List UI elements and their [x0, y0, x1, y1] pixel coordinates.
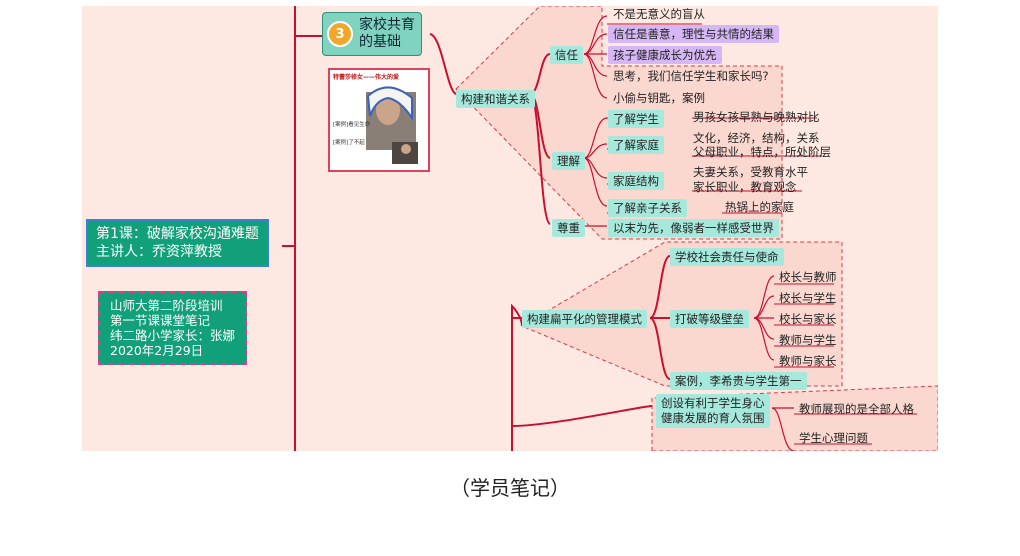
branch-flat-management[interactable]: 构建扁平化的管理模式 — [522, 310, 647, 328]
topic-node[interactable]: 3 家校共育 的基础 — [322, 12, 422, 56]
school-connector — [649, 255, 671, 319]
branch-understand[interactable]: 理解 — [552, 152, 585, 170]
figure-caption: （学员笔记） — [450, 476, 570, 500]
understand-family-structure[interactable]: 家庭结构 — [608, 172, 664, 190]
trust-item-4[interactable]: 思考，我们信任学生和家长吗? — [613, 69, 769, 83]
note-line-3: 纬二路小学家长：张娜 — [110, 328, 236, 343]
flat-case-li[interactable]: 案例，李希贵与学生第一 — [670, 372, 807, 390]
slide-thumbnail-title: 特蕾莎修女——伟大的爱 — [333, 74, 400, 81]
family-structure-detail-1[interactable]: 夫妻关系，受教育水平 — [693, 165, 808, 179]
notes-box[interactable]: 山师大第二阶段培训 第一节课课堂笔记 纬二路小学家长：张娜 2020年2月29日 — [98, 291, 248, 365]
parent-child-detail[interactable]: 热锅上的家庭 — [725, 200, 794, 214]
hierarchy-item-1[interactable]: 校长与教师 — [779, 270, 837, 284]
trust-item-3[interactable]: 孩子健康成长为优先 — [608, 46, 722, 64]
know-students-detail[interactable]: 男孩女孩早熟与晚熟对比 — [693, 110, 820, 124]
topic-title-line1: 家校共育 — [359, 17, 415, 33]
family-structure-detail-2[interactable]: 家长职业，教育观念 — [693, 180, 797, 194]
trust-item-5[interactable]: 小偷与钥匙，案例 — [613, 91, 705, 105]
understand-know-students[interactable]: 了解学生 — [608, 110, 664, 128]
atmosphere-teacher-persona[interactable]: 教师展现的是全部人格 — [799, 402, 914, 416]
know-family-detail-1[interactable]: 文化，经济，结构，关系 — [693, 131, 820, 145]
topic-number-badge: 3 — [327, 21, 353, 47]
note-line-2: 第一节课课堂笔记 — [110, 313, 211, 328]
mind-map-canvas: 第1课：破解家校沟通难题 主讲人：乔资萍教授 山师大第二阶段培训 第一节课课堂笔… — [82, 6, 938, 451]
hierarchy-item-3[interactable]: 校长与家长 — [779, 312, 837, 326]
slide-thumbnail-line-2: [案例]了不起 — [333, 140, 365, 146]
atmosphere-line-2: 健康发展的育人氛围 — [661, 411, 765, 425]
know-family-detail-2[interactable]: 父母职业，特点，所处阶层 — [693, 145, 831, 159]
respect-detail[interactable]: 以末为先，像弱者一样感受世界 — [608, 219, 779, 237]
understand-know-family[interactable]: 了解家庭 — [608, 136, 664, 154]
hierarchy-item-4[interactable]: 教师与学生 — [779, 333, 837, 347]
branch-trust[interactable]: 信任 — [550, 46, 583, 64]
case-connector — [649, 317, 671, 380]
slide-thumbnail-image — [330, 70, 428, 170]
lesson-title: 第1课：破解家校沟通难题 — [96, 226, 259, 242]
atmosphere-line-1: 创设有利于学生身心 — [661, 396, 765, 410]
trunk-line-right — [511, 303, 523, 451]
note-line-1: 山师大第二阶段培训 — [110, 298, 223, 313]
slide-thumbnail[interactable]: 特蕾莎修女——伟大的爱 [案例]看见生命 [案例]了不起 — [328, 68, 430, 172]
flat-school-responsibility[interactable]: 学校社会责任与使命 — [670, 248, 784, 266]
slide-thumbnail-line-1: [案例]看见生命 — [333, 122, 371, 128]
note-line-4: 2020年2月29日 — [110, 343, 204, 358]
trust-item-2[interactable]: 信任是善意，理性与共情的结果 — [608, 25, 779, 43]
hierarchy-item-2[interactable]: 校长与学生 — [779, 291, 837, 305]
lesson-title-box[interactable]: 第1课：破解家校沟通难题 主讲人：乔资萍教授 — [86, 219, 269, 267]
understand-parent-child[interactable]: 了解亲子关系 — [608, 199, 687, 217]
atmosphere-psych-issues[interactable]: 学生心理问题 — [799, 431, 868, 445]
harmony-connector — [429, 33, 457, 95]
trust-item-1[interactable]: 不是无意义的盲从 — [613, 7, 705, 21]
branch-atmosphere[interactable]: 创设有利于学生身心 健康发展的育人氛围 — [656, 394, 770, 428]
branch-harmony[interactable]: 构建和谐关系 — [456, 90, 535, 108]
hierarchy-item-5[interactable]: 教师与家长 — [779, 354, 837, 368]
branch-respect[interactable]: 尊重 — [552, 219, 585, 237]
flat-break-hierarchy[interactable]: 打破等级壁垒 — [670, 310, 749, 328]
lecturer: 主讲人：乔资萍教授 — [96, 244, 222, 260]
topic-title-line2: 的基础 — [359, 34, 401, 50]
atmos-connector — [511, 405, 653, 427]
